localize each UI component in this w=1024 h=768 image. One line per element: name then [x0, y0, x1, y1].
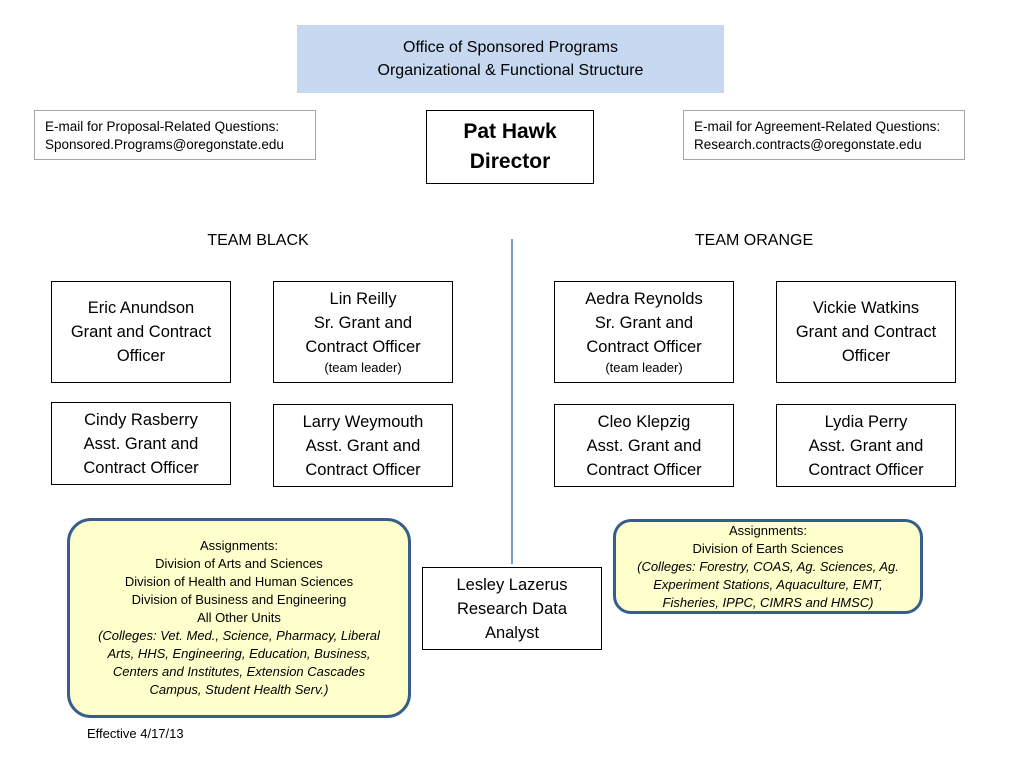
- staff-role: Research Data: [456, 599, 568, 618]
- assignment-colleges-text: Fisheries, IPPC, CIMRS and HMSC): [662, 594, 874, 610]
- proposal-email-address: Sponsored.Programs@oregonstate.edu: [45, 137, 284, 152]
- assignment-division: All Other Units: [197, 610, 281, 625]
- agreement-email-box: E-mail for Agreement-Related Questions: …: [683, 110, 965, 160]
- staff-name: Lin Reilly: [329, 290, 397, 308]
- assignment-division: Division of Arts and Sciences: [155, 556, 323, 571]
- team-orange-assignments-box: Assignments: Division of Earth Sciences …: [613, 519, 923, 614]
- staff-name: Larry Weymouth: [302, 412, 424, 431]
- staff-box-larry-weymouth: Larry Weymouth Asst. Grant and Contract …: [273, 404, 453, 487]
- team-black-assignments-box: Assignments: Division of Arts and Scienc…: [67, 518, 411, 718]
- staff-box-vickie-watkins: Vickie Watkins Grant and Contract Office…: [776, 281, 956, 383]
- assignment-colleges-text: Campus, Student Health Serv.): [149, 682, 329, 697]
- staff-name: Lydia Perry: [824, 412, 908, 431]
- staff-box-lin-reilly: Lin Reilly Sr. Grant and Contract Office…: [273, 281, 453, 383]
- chart-subtitle: Organizational & Functional Structure: [377, 62, 644, 79]
- team-leader-note: (team leader): [605, 360, 683, 375]
- assignment-colleges-text: (Colleges: Forestry, COAS, Ag. Sciences,…: [637, 558, 899, 574]
- proposal-email-box: E-mail for Proposal-Related Questions: S…: [34, 110, 316, 160]
- staff-role: Grant and Contract: [70, 323, 212, 341]
- team-leader-note: (team leader): [324, 360, 402, 375]
- director-title: Director: [469, 150, 551, 173]
- assignment-colleges-text: (Colleges: Vet. Med., Science, Pharmacy,…: [98, 628, 380, 643]
- staff-role: Contract Officer: [305, 338, 421, 356]
- staff-role: Asst. Grant and: [808, 436, 924, 455]
- assignment-division: Division of Earth Sciences: [692, 540, 844, 556]
- assignment-colleges-text: Experiment Stations, Aquaculture, EMT,: [653, 576, 883, 592]
- staff-role: Sr. Grant and: [313, 314, 413, 332]
- assignment-division: Division of Health and Human Sciences: [124, 574, 354, 589]
- staff-role: Asst. Grant and: [305, 436, 421, 455]
- chart-title-box: Office of Sponsored Programs Organizatio…: [297, 25, 724, 93]
- staff-box-cleo-klepzig: Cleo Klepzig Asst. Grant and Contract Of…: [554, 404, 734, 487]
- staff-role: Sr. Grant and: [594, 314, 694, 332]
- staff-name: Cindy Rasberry: [84, 410, 198, 429]
- assignment-colleges-text: Arts, HHS, Engineering, Education, Busin…: [107, 646, 371, 661]
- chart-title: Office of Sponsored Programs: [403, 39, 618, 56]
- staff-box-cindy-rasberry: Cindy Rasberry Asst. Grant and Contract …: [51, 402, 231, 485]
- team-orange-heading: TEAM ORANGE: [694, 232, 814, 249]
- director-name: Pat Hawk: [463, 120, 557, 143]
- staff-name: Aedra Reynolds: [585, 290, 703, 308]
- staff-name: Eric Anundson: [87, 299, 195, 317]
- agreement-email-address: Research.contracts@oregonstate.edu: [694, 137, 922, 152]
- staff-box-lesley-lazerus: Lesley Lazerus Research Data Analyst: [422, 567, 602, 650]
- staff-box-eric-anundson: Eric Anundson Grant and Contract Officer: [51, 281, 231, 383]
- proposal-email-label: E-mail for Proposal-Related Questions:: [45, 119, 280, 134]
- staff-name: Lesley Lazerus: [456, 575, 568, 594]
- staff-role: Asst. Grant and: [586, 436, 702, 455]
- assignments-heading: Assignments:: [728, 522, 808, 538]
- staff-role: Grant and Contract: [795, 323, 937, 341]
- staff-name: Vickie Watkins: [812, 299, 920, 317]
- staff-role: Officer: [841, 347, 891, 365]
- staff-box-aedra-reynolds: Aedra Reynolds Sr. Grant and Contract Of…: [554, 281, 734, 383]
- assignments-heading: Assignments:: [199, 538, 279, 553]
- staff-role: Contract Officer: [586, 338, 702, 356]
- team-divider-line: [511, 239, 513, 564]
- staff-role: Contract Officer: [586, 460, 702, 479]
- staff-name: Cleo Klepzig: [597, 412, 691, 431]
- staff-role: Contract Officer: [808, 460, 924, 479]
- staff-role: Contract Officer: [305, 460, 421, 479]
- staff-box-lydia-perry: Lydia Perry Asst. Grant and Contract Off…: [776, 404, 956, 487]
- staff-role: Officer: [116, 347, 166, 365]
- agreement-email-label: E-mail for Agreement-Related Questions:: [694, 119, 941, 134]
- assignment-colleges-text: Centers and Institutes, Extension Cascad…: [112, 664, 366, 679]
- assignment-division: Division of Business and Engineering: [131, 592, 347, 607]
- staff-role: Contract Officer: [83, 458, 199, 477]
- effective-date: Effective 4/17/13: [87, 726, 184, 741]
- staff-role: Asst. Grant and: [83, 434, 199, 453]
- team-black-heading: TEAM BLACK: [207, 232, 309, 249]
- director-box: Pat Hawk Director: [426, 110, 594, 184]
- staff-role: Analyst: [484, 623, 540, 642]
